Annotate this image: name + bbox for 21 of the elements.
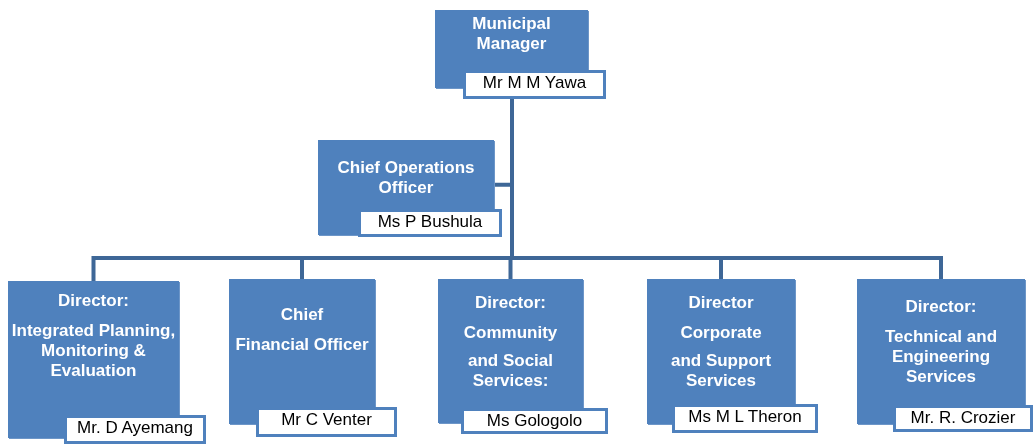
person-name: Mr. R. Crozier [893,405,1033,432]
role-title: Director: [475,293,546,313]
role-title: Community [463,323,558,343]
role-title: Director: [905,297,977,317]
role-title: Director: [58,291,129,311]
person-name: Mr C Venter [256,407,397,437]
role-title: Chief [280,305,324,325]
role-title: Director [688,293,754,313]
person-name: Mr M M Yawa [463,70,606,99]
person-name: Mr. D Ayemang [64,415,206,444]
role-title: and Support Services [669,351,773,391]
person-name: Ms P Bushula [358,209,502,237]
role-title: Technical and Engineering Services [883,327,999,387]
role-title: Integrated Planning, Monitoring & Evaluation [11,321,176,381]
role-title: Chief Operations Officer [336,158,476,198]
role-title: and Social Services: [467,351,554,391]
role-title: Financial Officer [235,335,369,355]
role-title: Corporate [680,323,762,343]
person-name: Ms M L Theron [672,404,818,433]
role-title: Municipal Manager [471,14,552,54]
person-name: Ms Gologolo [461,408,608,434]
